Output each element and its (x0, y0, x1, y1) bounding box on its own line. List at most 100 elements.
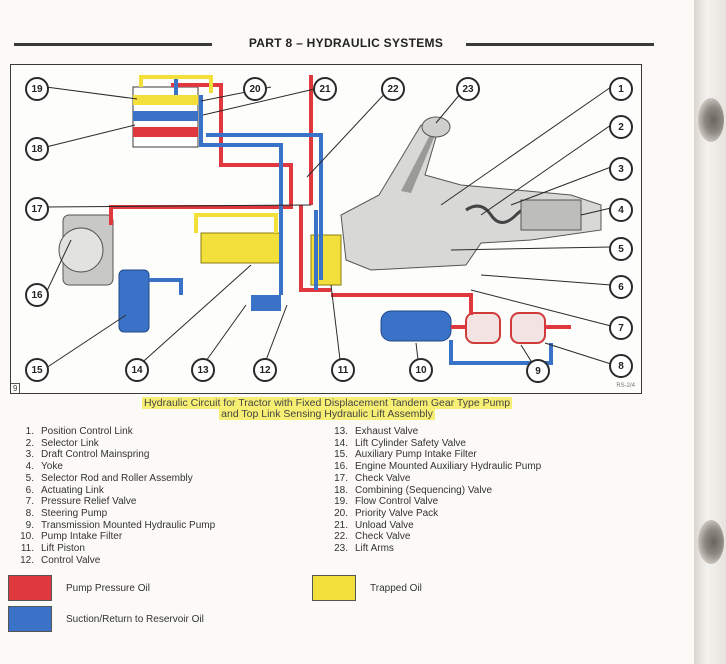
part-number: 2. (25, 437, 34, 449)
callout-15: 15 (25, 358, 49, 382)
leader-lines (45, 86, 612, 370)
legend-label: Trapped Oil (370, 582, 422, 594)
lift-arm-pivot (421, 116, 451, 138)
pump-intake-filter (380, 310, 452, 342)
part-label: Lift Piston (41, 543, 85, 555)
lift-arm (401, 133, 435, 193)
part-label: Transmission Mounted Hydraulic Pump (41, 519, 216, 531)
figure-code: RS-2/4 (616, 383, 635, 389)
part-label: Selector Link (41, 437, 99, 449)
part-item: 17.Check Valve (328, 473, 541, 485)
part-label: Lift Arms (355, 543, 394, 555)
part-number: 16. (334, 461, 348, 473)
part-number: 20. (334, 507, 348, 519)
part-number: 15. (334, 449, 348, 461)
header-rule-left (14, 43, 212, 46)
callout-4: 4 (609, 198, 633, 222)
parts-list-right: 13.Exhaust Valve 14.Lift Cylinder Safety… (328, 426, 541, 555)
callout-3: 3 (609, 157, 633, 181)
part-item: 19. Flow Control Valve (328, 496, 541, 508)
part-label: Unload Valve (355, 519, 414, 531)
legend-swatch-blue (8, 606, 52, 632)
part-label: Position Control Link (41, 426, 133, 437)
legend-pump-pressure: Pump Pressure Oil (8, 575, 150, 601)
legend-swatch-red (8, 575, 52, 601)
caption-line-2: and Top Link Sensing Hydraulic Lift Asse… (219, 408, 435, 420)
part-label: Check Valve (355, 531, 411, 543)
lift-housing (340, 124, 602, 271)
callout-21: 21 (313, 77, 337, 101)
part-item: 9. Transmission Mounted Hydraulic Pump (14, 520, 215, 532)
callout-10: 10 (409, 358, 433, 382)
callout-9: 9 (526, 359, 550, 383)
hydraulic-circuit-diagram: 19 18 17 16 15 14 13 12 11 10 9 8 7 6 5 … (10, 64, 642, 394)
callout-2: 2 (609, 115, 633, 139)
legend-trapped: Trapped Oil (312, 575, 422, 601)
part-number: 3. (25, 449, 34, 461)
part-label: Check Valve (355, 472, 411, 484)
part-label: Exhaust Valve (355, 426, 419, 437)
part-number: 19. (334, 496, 348, 508)
part-label: Steering Pump (41, 507, 108, 519)
part-item: 4.Yoke (14, 461, 215, 473)
part-item: 2. Selector Link (14, 438, 215, 450)
part-label: Flow Control Valve (355, 496, 439, 508)
part-number: 4. (25, 461, 34, 473)
part-item: 12. Control Valve (14, 555, 215, 567)
yoke (520, 199, 582, 231)
section-title: PART 8 – HYDRAULIC SYSTEMS (248, 36, 444, 50)
callout-5: 5 (609, 237, 633, 261)
part-number: 14. (334, 437, 348, 449)
flow-control-spool (133, 95, 198, 105)
part-number: 18. (334, 484, 348, 496)
header-rule-right (466, 43, 654, 46)
callout-8: 8 (609, 354, 633, 378)
part-item: 1. Position Control Link (14, 426, 215, 438)
part-item: 10.Pump Intake Filter (14, 531, 215, 543)
control-valve-trapped (200, 232, 282, 264)
part-label: Draft Control Mainspring (41, 449, 150, 461)
callout-23: 23 (456, 77, 480, 101)
part-number: 22. (334, 531, 348, 543)
exhaust-valve (251, 295, 281, 311)
manual-page: PART 8 – HYDRAULIC SYSTEMS (0, 0, 694, 664)
part-number: 6. (25, 484, 34, 496)
callout-18: 18 (25, 137, 49, 161)
part-item: 8. Steering Pump (14, 508, 215, 520)
part-item: 16.Engine Mounted Auxiliary Hydraulic Pu… (328, 461, 541, 473)
part-label: Combining (Sequencing) Valve (355, 484, 493, 496)
figure-caption: Hydraulic Circuit for Tractor with Fixed… (102, 397, 552, 420)
part-number: 1. (25, 426, 34, 437)
callout-6: 6 (609, 275, 633, 299)
part-item: 23. Lift Arms (328, 543, 541, 555)
callout-16: 16 (25, 283, 49, 307)
part-item: 21.Unload Valve (328, 520, 541, 532)
circuit-drawing (45, 75, 612, 370)
part-number: 23. (334, 543, 348, 555)
legend-swatch-yellow (312, 575, 356, 601)
part-number: 8. (25, 507, 34, 519)
figure-number-tag: 9 (11, 383, 21, 393)
part-label: Pump Intake Filter (41, 531, 123, 543)
part-label: Control Valve (41, 554, 101, 566)
part-label: Pressure Relief Valve (41, 496, 137, 508)
part-item: 15. Auxiliary Pump Intake Filter (328, 449, 541, 461)
legend-label: Pump Pressure Oil (66, 582, 150, 594)
part-number: 9. (25, 519, 34, 531)
section-header: PART 8 – HYDRAULIC SYSTEMS (14, 36, 654, 52)
callout-11: 11 (331, 358, 355, 382)
part-label: Auxiliary Pump Intake Filter (355, 449, 477, 461)
callout-22: 22 (381, 77, 405, 101)
part-label: Selector Rod and Roller Assembly (41, 472, 193, 484)
part-label: Lift Cylinder Safety Valve (355, 437, 466, 449)
callout-7: 7 (609, 316, 633, 340)
part-number: 12. (20, 554, 34, 566)
auxiliary-intake-filter (118, 269, 150, 333)
binder-hole (698, 520, 724, 564)
part-item: 6.Actuating Link (14, 485, 215, 497)
callout-13: 13 (191, 358, 215, 382)
part-item: 20. Priority Valve Pack (328, 508, 541, 520)
callout-1: 1 (609, 77, 633, 101)
transmission-pump (465, 312, 501, 344)
part-label: Priority Valve Pack (355, 507, 439, 519)
